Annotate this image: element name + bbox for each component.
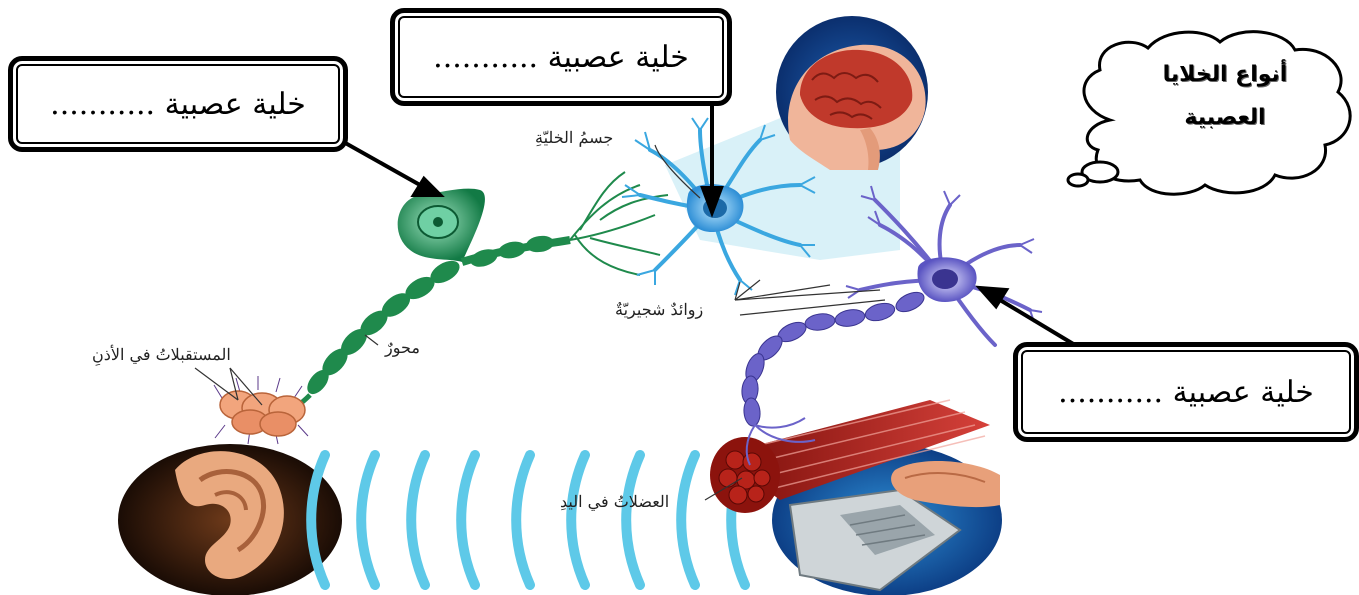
label-ear-receptors: المستقبلاتُ في الأذنِ [92, 345, 231, 364]
answer-box-text: خلية عصبية ........... [50, 87, 306, 122]
answer-box-inter[interactable]: خلية عصبية ........... [390, 8, 732, 106]
answer-box-sensory[interactable]: خلية عصبية ........... [8, 56, 348, 152]
diagram-title: أنواع الخلايا العصبية [1110, 62, 1340, 130]
sound-waves [311, 455, 745, 585]
label-axon: محورٌ [385, 338, 420, 357]
answer-box-motor[interactable]: خلية عصبية ........... [1013, 342, 1359, 442]
answer-box-text: خلية عصبية ........... [1058, 375, 1314, 410]
label-dendrites: زوائدٌ شجيريّةٌ [615, 300, 703, 319]
label-cell-body: جسمُ الخليّةِ [535, 128, 613, 147]
label-hand-muscles: العضلاتُ في اليدِ [560, 492, 669, 511]
title-line-1: أنواع الخلايا [1110, 62, 1340, 87]
answer-box-text: خلية عصبية ........... [433, 40, 689, 75]
brain-illustration [776, 16, 928, 170]
sensory-neuron [285, 172, 668, 412]
ear-receptors [214, 376, 308, 444]
title-line-2: العصبية [1110, 105, 1340, 130]
